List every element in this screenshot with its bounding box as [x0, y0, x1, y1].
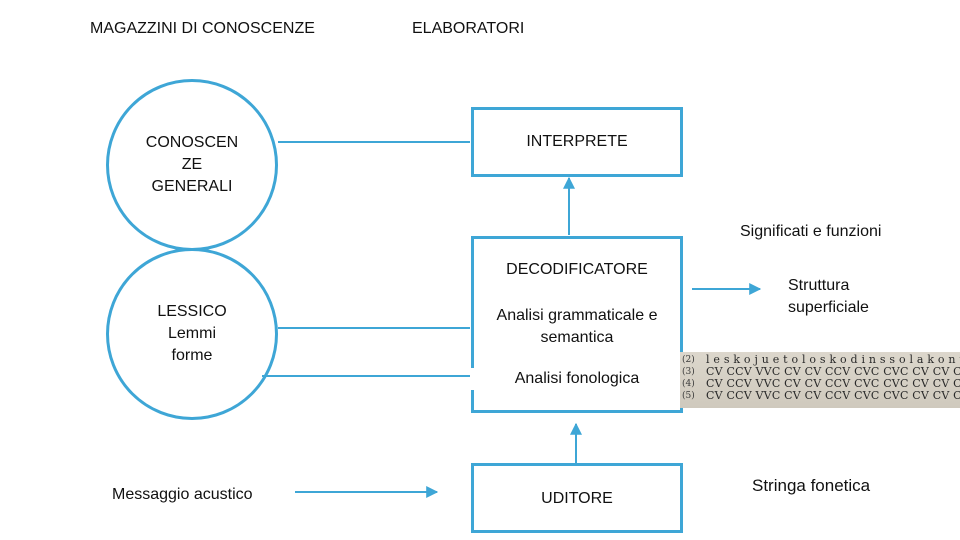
scan-row-letters: l e s k o j u e t o l o s k o d i n s s …: [706, 353, 960, 366]
general-knowledge-line-1: CONOSCEN: [145, 134, 239, 151]
lexicon-line-1: LESSICO: [157, 303, 227, 320]
scan-row-number: (3): [682, 367, 695, 377]
meanings-functions-label: Significati e funzioni: [740, 223, 882, 240]
grammatical-analysis-line-1: Analisi grammaticale e: [496, 307, 658, 324]
surface-structure-line-2: superficiale: [788, 299, 869, 316]
scan-row-syllables: CV CCV VVC CV CV CCV CVC CVC CV CV CVC C…: [706, 365, 960, 378]
scan-row-syllables: CV CCV VVC CV CV CCV CVC CVC CV CV CVC C…: [706, 389, 960, 402]
surface-structure-label: Struttura superficiale: [788, 275, 869, 319]
general-knowledge-label: CONOSCEN ZE GENERALI: [146, 132, 238, 198]
scan-row-syllables: CV CCV VVC CV CV CCV CVC CVC CV CV CVC C…: [706, 377, 960, 390]
phonological-analysis-label: Analisi fonologica: [471, 368, 683, 390]
hearer-box: [471, 463, 683, 533]
general-knowledge-line-3: GENERALI: [151, 178, 233, 195]
acoustic-message-label: Messaggio acustico: [112, 486, 253, 503]
general-knowledge-circle: CONOSCEN ZE GENERALI: [106, 79, 278, 251]
lexicon-line-2: Lemmi: [167, 325, 216, 342]
phonetic-transcription-image: (2) (3) (4) (5) l e s k o j u e t o l o …: [680, 352, 960, 408]
lexicon-line-3: forme: [171, 347, 213, 364]
grammatical-analysis-line-2: semantica: [540, 329, 614, 346]
stores-header: MAGAZZINI DI CONOSCENZE: [90, 20, 315, 37]
lexicon-label: LESSICO Lemmi forme: [157, 301, 226, 367]
decoder-title: DECODIFICATORE: [506, 261, 648, 278]
surface-structure-line-1: Struttura: [788, 277, 850, 294]
hearer-label: UDITORE: [541, 490, 613, 507]
general-knowledge-line-2: ZE: [181, 156, 203, 173]
scan-row-number: (5): [682, 391, 695, 401]
scan-row-number: (2): [682, 355, 695, 365]
interpreter-box: [471, 107, 683, 177]
grammatical-analysis-label: Analisi grammaticale e semantica: [471, 305, 683, 349]
interpreter-label: INTERPRETE: [526, 133, 628, 150]
phonetic-string-label: Stringa fonetica: [752, 476, 871, 495]
lexicon-circle: LESSICO Lemmi forme: [106, 248, 278, 420]
processors-header: ELABORATORI: [412, 20, 525, 37]
scan-row-number: (4): [682, 379, 695, 389]
